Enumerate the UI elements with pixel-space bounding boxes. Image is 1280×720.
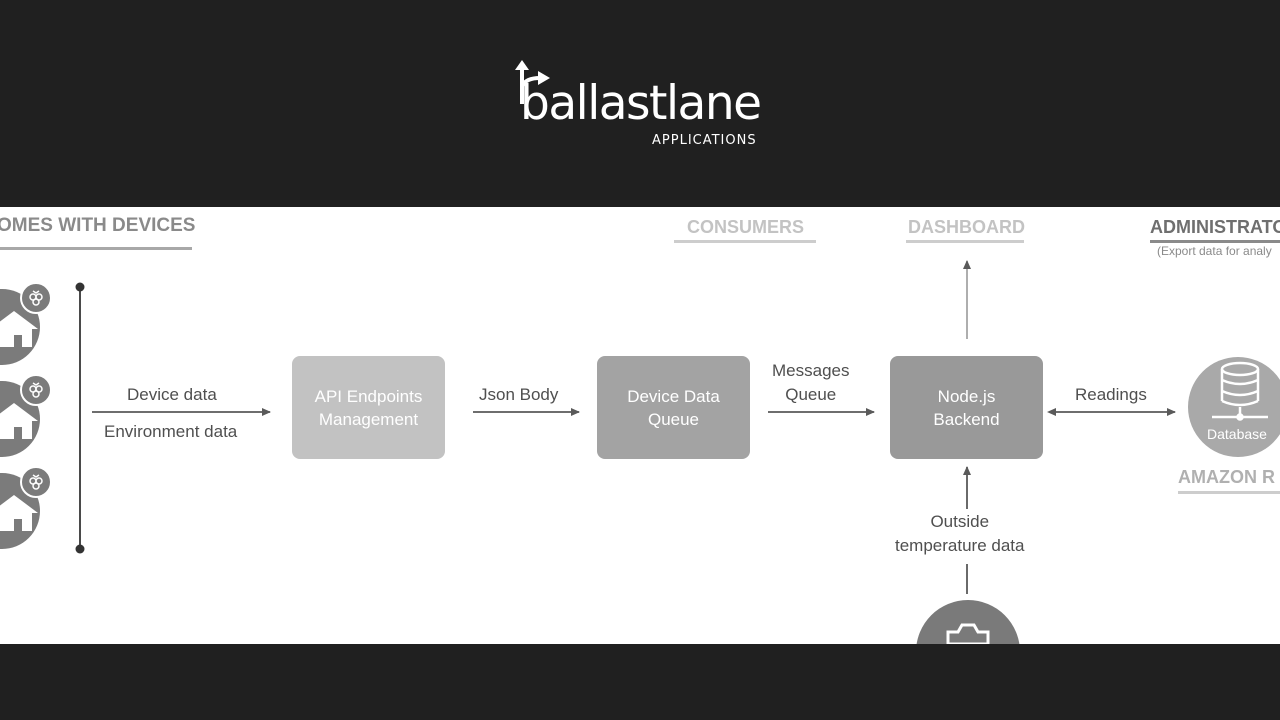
logo-tagline: APPLICATIONS <box>652 133 757 148</box>
bracket-dot-top <box>75 282 85 292</box>
label-outside-temperature: Outside temperature data <box>895 510 1024 558</box>
bracket-dot-bottom <box>75 544 85 554</box>
label-messages-queue-line-1: Messages <box>772 361 850 380</box>
label-readings: Readings <box>1075 385 1147 404</box>
administrators-heading-underline <box>1150 240 1280 243</box>
gear-icon <box>946 623 990 644</box>
home-device-1 <box>0 282 52 365</box>
homes-heading-underline <box>0 247 192 250</box>
home-device-3 <box>0 466 52 549</box>
dashboard-heading: DASHBOARD <box>908 217 1025 237</box>
raspberry-icon <box>29 474 43 490</box>
raspberry-icon <box>29 290 43 306</box>
queue-box-line-2: Queue <box>647 409 700 429</box>
house-icon <box>0 495 38 531</box>
label-outside-temperature-line-1: Outside <box>930 512 990 531</box>
weather-source-circle <box>916 600 1020 644</box>
consumers-heading: CONSUMERS <box>687 217 805 237</box>
nodejs-backend-box: Node.js Backend <box>890 356 1043 459</box>
label-outside-temperature-line-2: temperature data <box>895 536 1025 555</box>
label-device-data: Device data <box>127 385 217 404</box>
backend-box-line-2: Backend <box>933 409 1000 429</box>
queue-box-line-1: Device Data <box>627 386 720 406</box>
house-icon <box>0 311 38 347</box>
database-circle <box>1188 357 1280 457</box>
database-label: Database <box>1207 426 1267 442</box>
architecture-diagram: OMES WITH DEVICES CONSUMERS DASHBOARD AD… <box>0 207 1280 644</box>
dashboard-heading-underline <box>906 240 1024 243</box>
label-messages-queue: Messages Queue <box>772 359 849 407</box>
amazon-heading: AMAZON R <box>1178 467 1275 487</box>
diagram-connectors <box>75 260 1280 644</box>
api-box-line-2: Management <box>318 409 419 429</box>
logo-arrows-icon <box>515 60 550 104</box>
ballastlane-logo: ballastlane APPLICATIONS <box>512 56 772 156</box>
logo-wordmark: ballastlane <box>520 76 762 131</box>
administrators-note: (Export data for analy <box>1157 244 1272 258</box>
device-data-queue-box: Device Data Queue <box>597 356 750 459</box>
house-icon <box>0 403 38 439</box>
api-endpoints-box: API Endpoints Management <box>292 356 445 459</box>
administrators-heading: ADMINISTRATO <box>1150 217 1280 237</box>
backend-box-line-1: Node.js <box>937 386 996 406</box>
label-messages-queue-line-2: Queue <box>785 385 837 404</box>
consumers-heading-underline <box>674 240 816 243</box>
label-json-body: Json Body <box>479 385 559 404</box>
raspberry-icon <box>29 382 43 398</box>
label-environment-data: Environment data <box>104 422 238 441</box>
api-box-line-1: API Endpoints <box>314 386 423 406</box>
database-icon <box>1212 361 1268 421</box>
amazon-heading-underline <box>1178 491 1280 494</box>
home-device-2 <box>0 374 52 457</box>
homes-heading: OMES WITH DEVICES <box>0 215 196 236</box>
